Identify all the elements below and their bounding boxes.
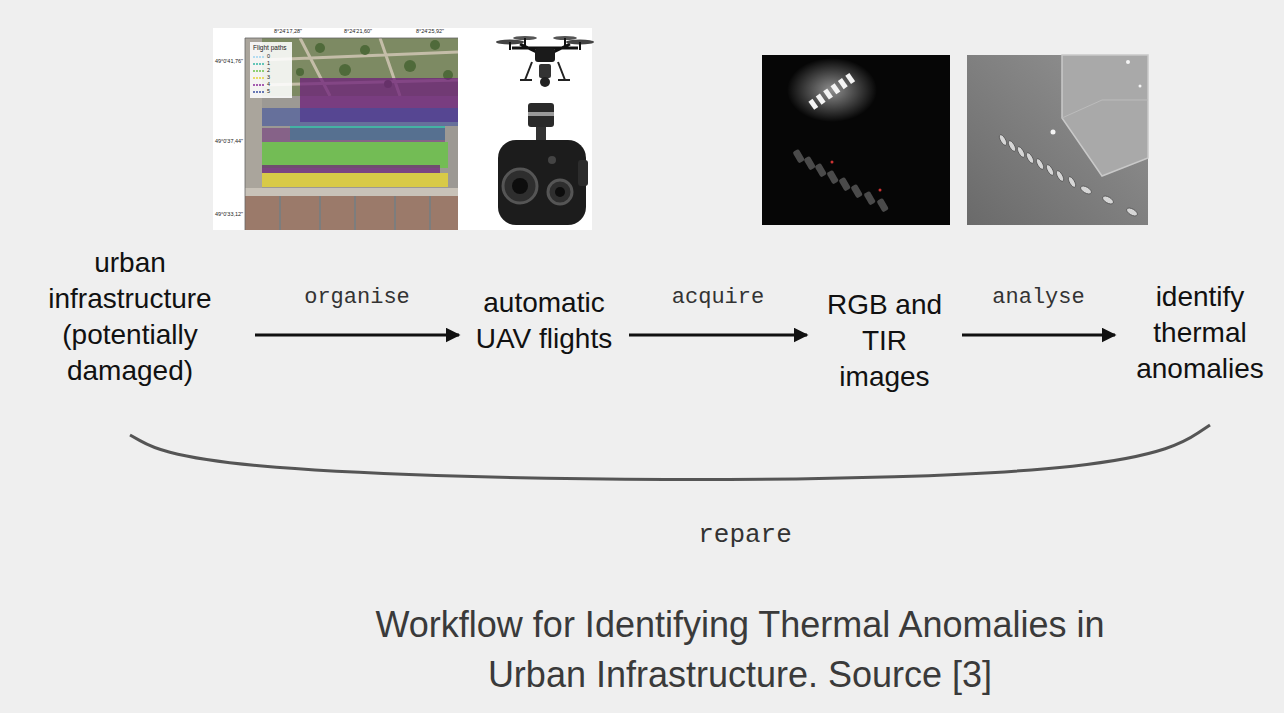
flight-band	[262, 128, 445, 142]
legend-line	[253, 82, 265, 88]
legend-entry: 5	[253, 88, 270, 95]
flow-arrow	[255, 334, 459, 337]
map-label: 49°0'37,44"	[215, 138, 243, 144]
flow-arrow	[629, 334, 807, 337]
legend-text: 5	[267, 88, 270, 94]
figure-caption: Workflow for Identifying Thermal Anomali…	[350, 600, 1130, 700]
roofs	[245, 196, 458, 230]
step-text: identify thermal anomalies	[1125, 279, 1275, 387]
flight-band	[262, 165, 440, 173]
aerial-map	[245, 38, 458, 230]
map-label: 8°24'21,60"	[344, 28, 372, 34]
edge-label: analyse	[989, 285, 1087, 310]
map-ground	[245, 38, 458, 230]
step-text: automatic UAV flights	[469, 285, 619, 357]
legend-entry: 1	[253, 60, 270, 67]
flight-band	[262, 142, 448, 168]
rgb-photo	[762, 55, 950, 225]
legend-text: 4	[267, 81, 270, 87]
step-node: RGB and TIR images	[817, 287, 952, 395]
map-label: Flight paths	[253, 44, 287, 51]
step-text: RGB and TIR images	[817, 287, 952, 395]
legend-text: 3	[267, 74, 270, 80]
legend-entry: 4	[253, 81, 270, 88]
parked-cars	[792, 149, 889, 213]
building-block	[262, 96, 458, 188]
tir-photo	[967, 55, 1148, 225]
map-label: 8°24'25,92"	[416, 28, 444, 34]
map-label: 49°0'41,76"	[215, 58, 243, 64]
legend-entry: 2	[253, 67, 270, 74]
step-node: urban infrastructure (potentially damage…	[15, 245, 245, 389]
legend-line	[253, 75, 265, 81]
legend-line	[253, 68, 265, 74]
legend-line	[253, 89, 265, 95]
roof-lines	[280, 196, 430, 230]
legend-line	[253, 54, 265, 60]
legend-entry: 0	[253, 53, 270, 60]
camera-icon	[498, 103, 588, 225]
drone-icon	[496, 36, 594, 87]
edge-label: acquire	[669, 285, 767, 310]
photo-panel	[213, 28, 592, 230]
map-label: 8°24'17,28"	[274, 28, 302, 34]
legend-text: 0	[267, 53, 270, 59]
legend-box	[250, 42, 292, 98]
flow-arrow	[962, 334, 1115, 337]
map-label: 49°0'33,12"	[215, 211, 243, 217]
flight-band	[262, 108, 458, 126]
map-frame	[245, 38, 458, 230]
crosswalk	[808, 73, 855, 110]
legend-text: 2	[267, 67, 270, 73]
legend-entry: 3	[253, 74, 270, 81]
street	[245, 188, 458, 196]
feedback-curve	[130, 425, 1210, 480]
step-node: automatic UAV flights	[469, 285, 619, 357]
building	[1062, 55, 1148, 176]
legend-text: 1	[267, 60, 270, 66]
step-node: identify thermal anomalies	[1125, 279, 1275, 387]
thermal-cars	[998, 134, 1139, 218]
legend-line	[253, 61, 265, 67]
edge-label: organise	[301, 285, 413, 310]
edge-label: repare	[695, 520, 795, 550]
step-text: urban infrastructure (potentially damage…	[15, 245, 245, 389]
flight-band	[262, 173, 448, 187]
